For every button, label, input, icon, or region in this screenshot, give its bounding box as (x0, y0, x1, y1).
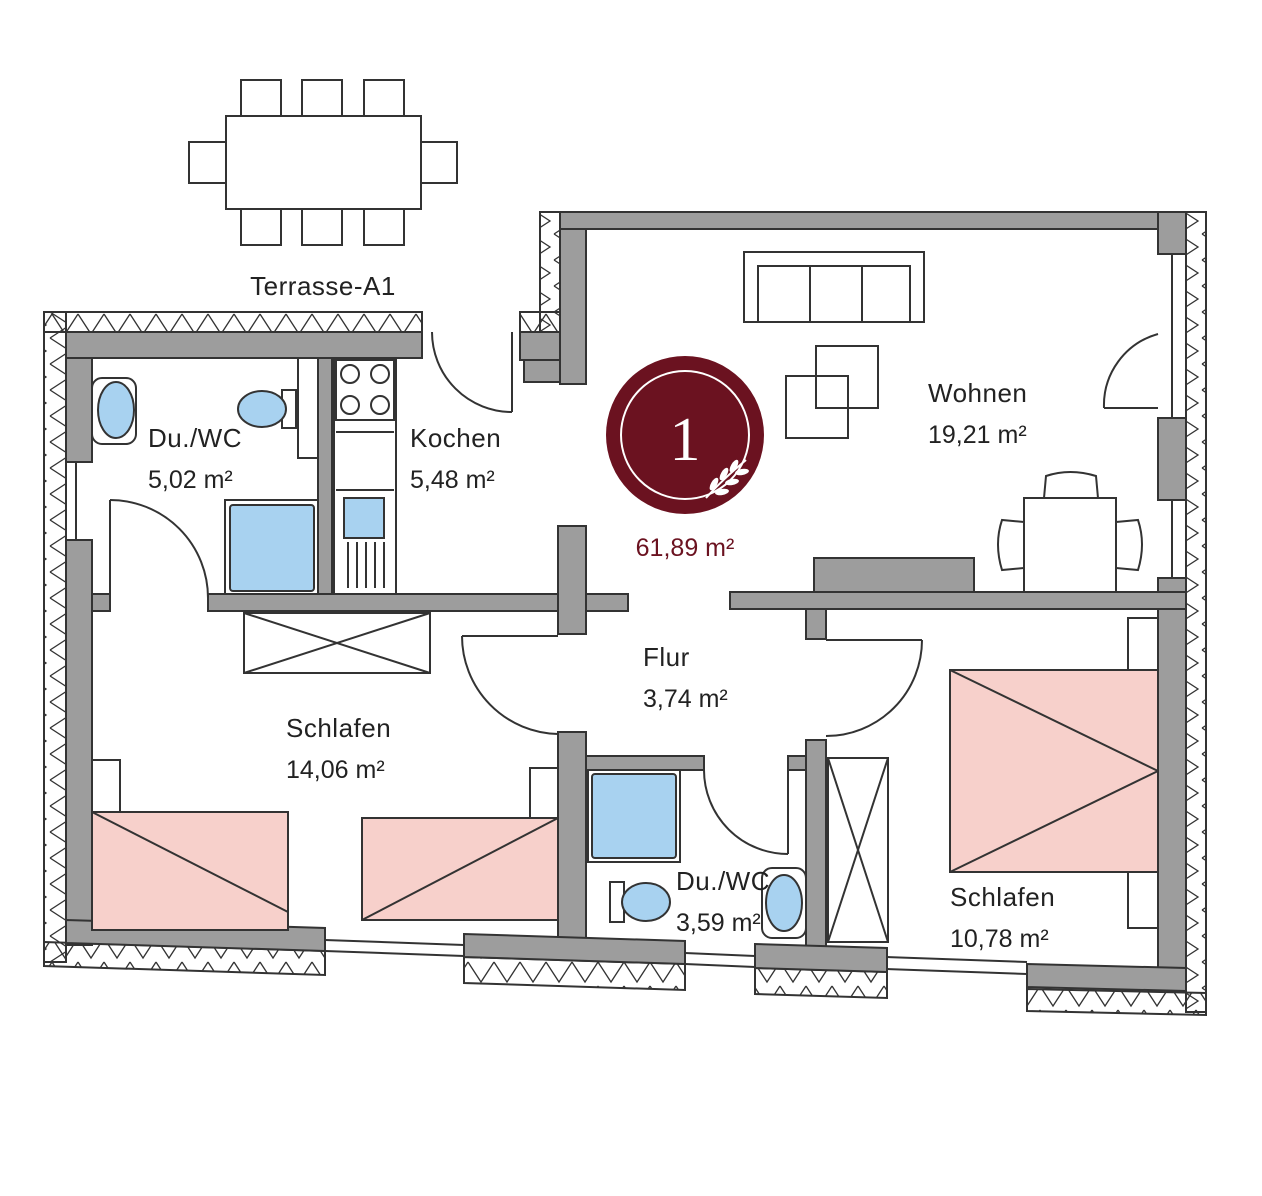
chair-icon (301, 79, 343, 117)
chair-icon (1115, 518, 1143, 572)
nightstand-icon (1127, 871, 1159, 929)
toilet-icon (609, 881, 671, 923)
doors (109, 331, 1159, 855)
bath-left-fixtures (91, 357, 319, 595)
kitchen-area: 5,48 m² (410, 466, 495, 494)
chair-icon (240, 208, 282, 246)
coffee-table-icon (785, 345, 879, 439)
bath-small-fixtures (587, 769, 807, 939)
nightstand-icon (1127, 617, 1159, 671)
bedroom-left-furniture (91, 759, 559, 931)
chair-icon (363, 208, 405, 246)
chair-icon (997, 518, 1025, 572)
bedroom-right-area: 10,78 m² (950, 925, 1049, 953)
nightstand-icon (91, 759, 121, 813)
apartment-number: 1 (670, 406, 701, 474)
shower-icon (587, 769, 681, 863)
hall-area: 3,74 m² (643, 685, 728, 713)
chair-icon (1042, 471, 1100, 499)
walls (65, 211, 1187, 993)
shower-icon (224, 499, 319, 595)
sink-basin (97, 381, 135, 439)
terrace-table-group (188, 79, 458, 246)
sofa-icon (743, 251, 925, 323)
kitchen-fixtures (333, 357, 397, 595)
toilet-icon (237, 389, 297, 429)
total-area: 61,89 m² (636, 534, 735, 562)
bath-small-name: Du./WC (676, 866, 770, 896)
dining-table-icon (997, 471, 1143, 593)
stove-icon (335, 359, 395, 421)
bedroom-left-name: Schlafen (286, 713, 391, 743)
shelf-icon (297, 357, 319, 459)
wardrobe-icon (827, 757, 889, 943)
chair-icon (363, 79, 405, 117)
hall-name: Flur (643, 642, 690, 672)
bedroom-right-name: Schlafen (950, 882, 1055, 912)
bath-left-area: 5,02 m² (148, 466, 233, 494)
bed-icon (949, 669, 1159, 873)
nightstand-icon (529, 767, 559, 821)
bed-icon (361, 817, 559, 921)
bath-small-area: 3,59 m² (676, 909, 761, 937)
living-area: 19,21 m² (928, 421, 1027, 449)
chair-icon (240, 79, 282, 117)
living-furniture (743, 251, 1143, 593)
kitchen-name: Kochen (410, 423, 501, 453)
chair-icon (301, 208, 343, 246)
badge-ring (620, 370, 750, 500)
terrace-label: Terrasse-A1 (250, 271, 396, 301)
sink-icon (761, 867, 807, 939)
bath-left-name: Du./WC (148, 423, 242, 453)
wardrobe-icon (243, 612, 431, 674)
bedroom-left-area: 14,06 m² (286, 756, 385, 784)
living-name: Wohnen (928, 378, 1027, 408)
leaf-icon (705, 459, 749, 499)
chair-icon (188, 141, 227, 184)
windows (66, 253, 1186, 975)
sink-icon (343, 497, 385, 588)
chair-icon (420, 141, 458, 184)
table-icon (225, 115, 422, 210)
bedroom-right-furniture (827, 617, 1159, 943)
bed-icon (91, 811, 289, 931)
apartment-badge: 1 (606, 356, 764, 514)
